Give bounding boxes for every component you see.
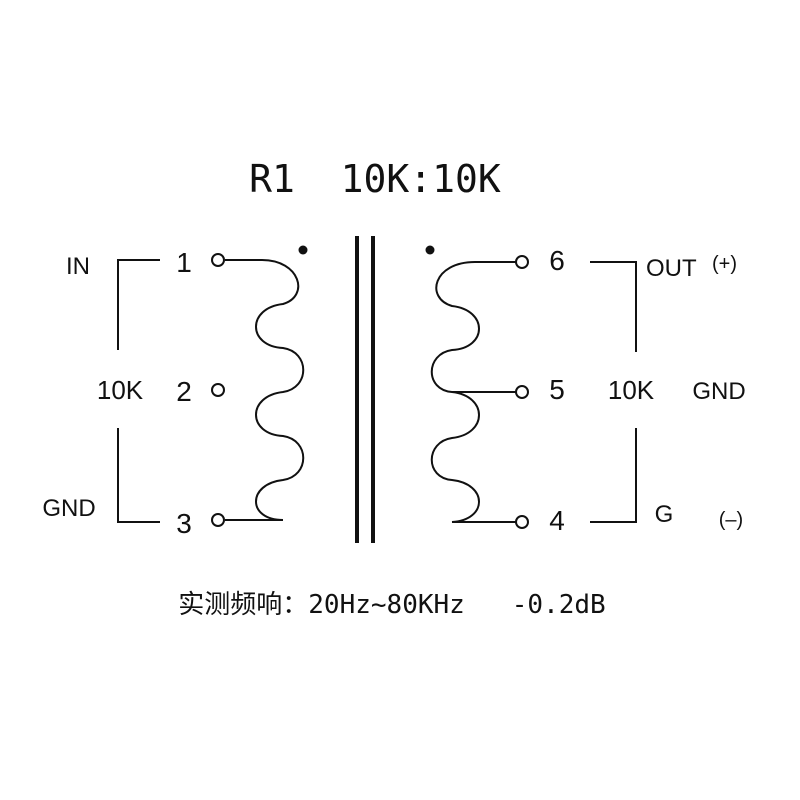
label-out: OUT — [646, 255, 697, 282]
frequency-response-note: 实测频响：20Hz~80KHz -0.2dB — [178, 590, 605, 620]
terminal-3 — [211, 513, 225, 527]
pin-number-5: 5 — [549, 374, 565, 405]
label-out-sign: (+) — [712, 253, 737, 275]
primary-bracket — [117, 259, 160, 523]
secondary-terminals — [515, 255, 529, 529]
transformer-core — [355, 236, 375, 543]
terminal-4 — [515, 515, 529, 529]
label-primary-gnd: GND — [42, 495, 95, 522]
secondary-polarity-dot — [425, 245, 435, 255]
secondary-winding — [430, 261, 516, 523]
primary-winding — [225, 259, 305, 521]
pin-number-4: 4 — [549, 505, 565, 536]
diagram-title: R1 10K:10K — [249, 157, 501, 201]
label-g: G — [655, 501, 674, 528]
secondary-bracket — [590, 261, 637, 523]
terminal-1 — [211, 253, 225, 267]
primary-coil — [225, 259, 305, 521]
terminal-5 — [515, 385, 529, 399]
primary-polarity-dot — [298, 245, 308, 255]
secondary-coil — [430, 261, 516, 523]
pin-number-1: 1 — [176, 247, 192, 278]
pin-number-6: 6 — [549, 245, 565, 276]
label-minus-sign: (–) — [719, 509, 743, 531]
pin-number-3: 3 — [176, 508, 192, 539]
label-secondary-gnd: GND — [692, 378, 745, 405]
terminal-6 — [515, 255, 529, 269]
label-in: IN — [66, 253, 90, 280]
primary-terminals — [211, 253, 225, 527]
label-secondary-impedance: 10K — [608, 375, 655, 405]
label-primary-impedance: 10K — [97, 375, 144, 405]
terminal-2 — [211, 383, 225, 397]
pin-number-2: 2 — [176, 376, 192, 407]
